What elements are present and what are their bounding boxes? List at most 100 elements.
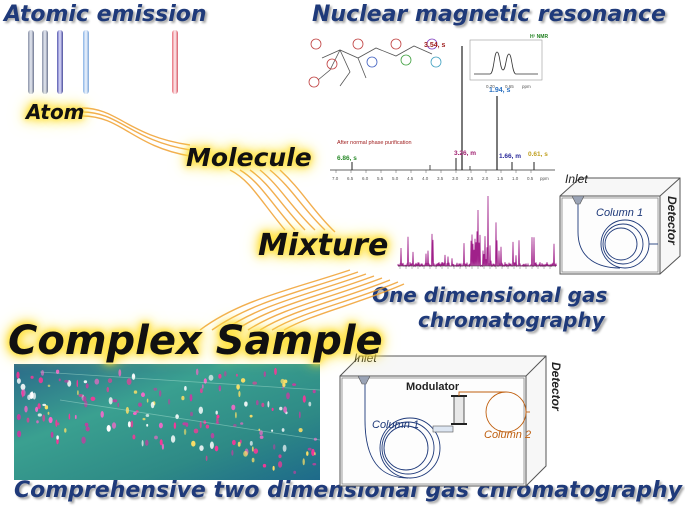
nmr-peak-label: 3.54, s <box>424 42 446 49</box>
nmr-axis-tick: 6.5 <box>347 176 354 181</box>
gcxgc-spot <box>24 405 28 413</box>
gcxgc-spot <box>249 441 253 446</box>
gcxgc-spot <box>218 373 222 379</box>
gcxgc-spot <box>231 404 236 411</box>
gcxgc-spot <box>64 428 67 433</box>
gcxgc-spot <box>17 430 22 438</box>
one-d-inlet-icon <box>571 195 585 205</box>
gcxgc-spot <box>42 403 47 407</box>
nmr-axis-tick: 1.5 <box>497 176 504 181</box>
nmr-after-text: After normal phase purification <box>337 140 412 146</box>
gcxgc-spot <box>85 383 89 389</box>
gcxgc-spot <box>38 377 43 384</box>
gcxgc-spot <box>314 452 316 456</box>
gcxgc-spot <box>32 392 36 400</box>
gcxgc-spot <box>76 379 79 388</box>
two-d-inlet-icon <box>357 375 371 385</box>
gcxgc-spot <box>84 422 89 427</box>
connector-strands <box>81 107 405 331</box>
gcxgc-spot <box>106 386 110 393</box>
gcxgc-spot <box>150 401 155 409</box>
gcxgc-plot <box>14 364 321 480</box>
one-d-detector-label: Detector <box>665 196 679 246</box>
nmr-axis-tick: 0.5 <box>527 176 534 181</box>
gcxgc-spot <box>40 370 45 376</box>
gcxgc-spot <box>16 378 21 384</box>
gcxgc-spot <box>279 406 283 411</box>
gcxgc-spot <box>274 367 277 375</box>
nmr-type-label: H¹ NMR <box>530 34 548 40</box>
gcxgc-spot <box>161 443 164 450</box>
gcxgc-spot <box>173 422 177 429</box>
gcxgc-spot <box>198 406 203 414</box>
emission-line <box>57 30 63 94</box>
level-mixture: Mixture <box>258 228 389 263</box>
gcxgc-spot <box>235 411 237 419</box>
nmr-spectrum <box>330 39 555 173</box>
gcxgc-spot <box>181 395 185 401</box>
modulator-label: Modulator <box>406 381 460 393</box>
gcxgc-spot <box>141 392 145 398</box>
gcxgc-spot <box>64 379 69 383</box>
gcxgc-spot <box>201 384 204 389</box>
nmr-axis-tick: 5.5 <box>377 176 384 181</box>
gcxgc-spot <box>205 424 210 429</box>
gcxgc-spot <box>16 371 20 379</box>
nmr-axis-tick: 7.0 <box>332 176 339 181</box>
gcxgc-spot <box>209 441 214 449</box>
atomic-emission-title: Atomic emission <box>4 2 207 27</box>
gcxgc-spot <box>20 383 26 391</box>
gcxgc-spot <box>190 411 193 417</box>
gcxgc-spot <box>26 417 30 423</box>
two-d-inlet-label: Inlet <box>354 351 377 365</box>
nmr-axis-ticks: 7.0 6.5 6.0 5.5 5.0 4.5 4.0 3.5 3.0 2.5 … <box>332 176 549 181</box>
level-atom: Atom <box>26 100 85 124</box>
gcxgc-spot <box>307 447 312 451</box>
nmr-axis-tick: 5.0 <box>392 176 399 181</box>
gcxgc-spot <box>146 423 149 427</box>
gcxgc-spot <box>255 400 259 406</box>
gcxgc-spot <box>200 388 203 394</box>
emission-line <box>83 30 89 94</box>
gcxgc-spot <box>189 394 193 402</box>
nmr-axis-tick: 4.0 <box>422 176 429 181</box>
gcxgc-spot <box>267 401 270 408</box>
gcxgc-spot <box>159 390 162 397</box>
nmr-peak-label: 1.66, m <box>499 153 521 160</box>
gcxgc-spot <box>58 378 61 382</box>
gcxgc-spot <box>312 389 316 394</box>
two-d-gc-instrument <box>339 355 547 487</box>
gcxgc-spot <box>94 378 100 385</box>
gcxgc-spot <box>208 374 214 381</box>
gcxgc-spot <box>142 417 146 421</box>
level-complex-sample: Complex Sample <box>8 318 383 364</box>
gcxgc-spot <box>130 420 134 428</box>
gcxgc-spot <box>168 398 171 405</box>
gcxgc-spot <box>281 428 285 432</box>
nmr-title: Nuclear magnetic resonance <box>312 2 666 27</box>
emission-line <box>42 30 48 94</box>
one-d-gc-title-line1: One dimensional gas <box>372 283 608 307</box>
gcxgc-spot <box>90 396 96 401</box>
connector-union-icon <box>432 425 454 433</box>
gcxgc-spot <box>183 428 187 435</box>
gcxgc-spot <box>107 378 113 384</box>
gcxgc-spot <box>271 407 274 411</box>
emission-line <box>172 30 178 94</box>
gcxgc-spot <box>238 390 241 398</box>
gcxgc-spot <box>111 422 117 429</box>
two-d-column2-label: Column 2 <box>484 429 531 441</box>
gcxgc-spot <box>191 440 196 447</box>
gcxgc-spot <box>106 425 111 432</box>
gcxgc-spot <box>231 449 234 456</box>
gcxgc-spot <box>240 422 244 425</box>
gcxgc-spot <box>47 411 50 415</box>
gcxgc-spot <box>215 410 218 415</box>
gcxgc-spot <box>214 445 219 452</box>
gcxgc-spot <box>210 432 215 439</box>
nmr-axis-tick: 3.5 <box>437 176 444 181</box>
gcxgc-spot <box>82 396 87 402</box>
gcxgc-spot <box>286 392 290 400</box>
gcxgc-spot <box>117 402 120 408</box>
level-molecule: Molecule <box>186 143 312 172</box>
